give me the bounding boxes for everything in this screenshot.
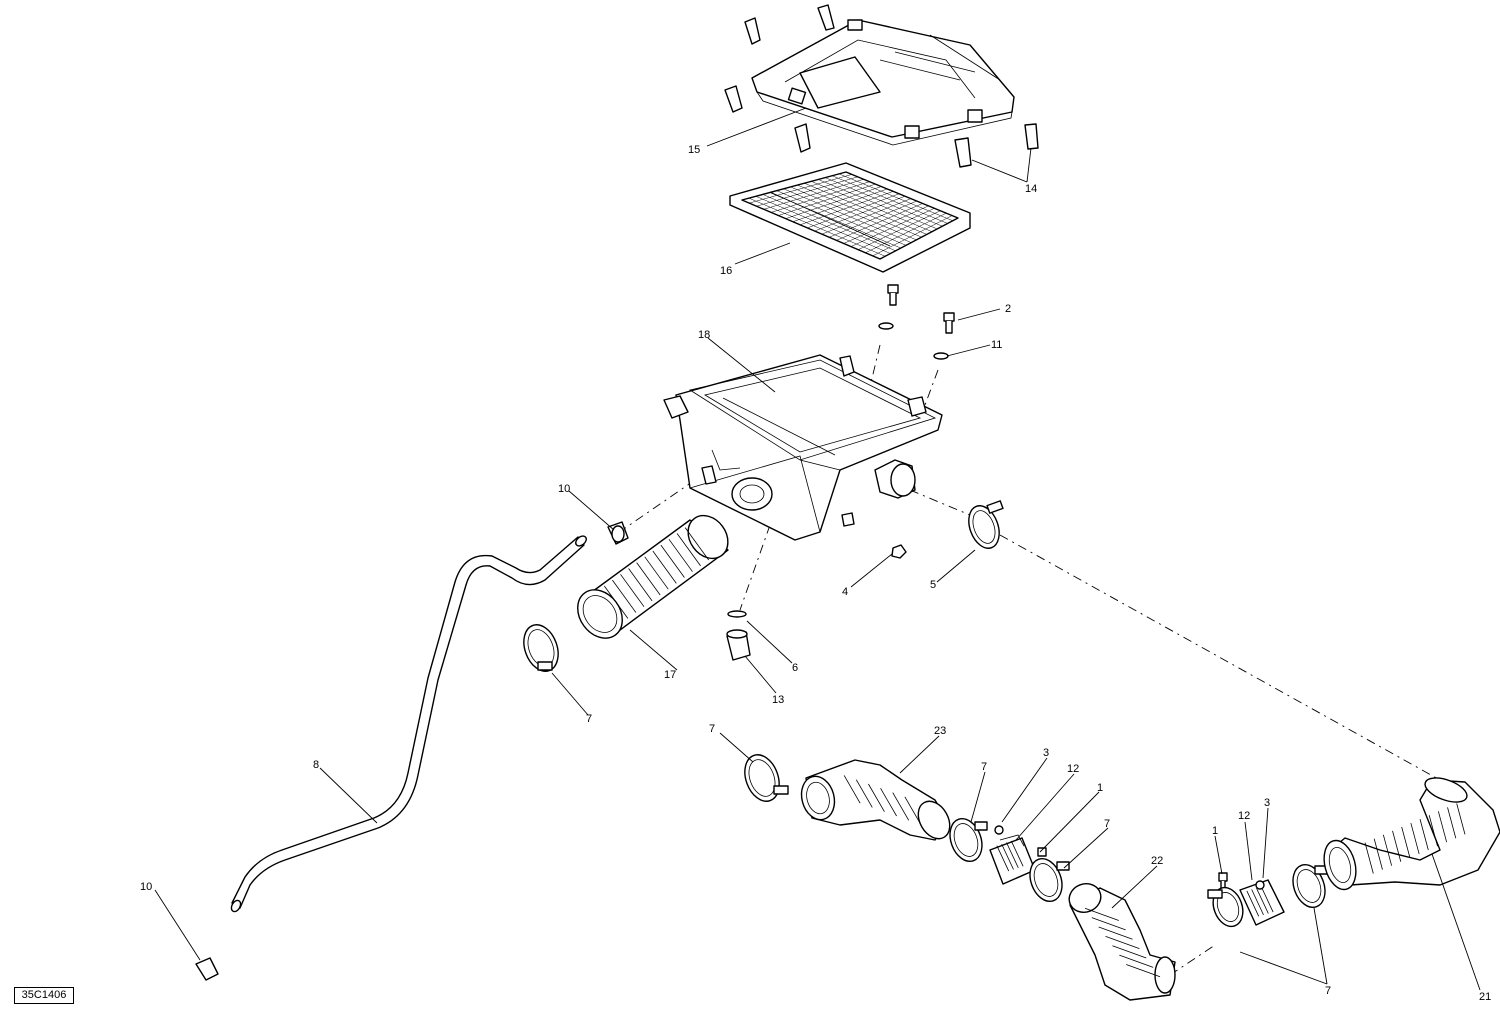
callout-3-center: 3 (1043, 747, 1049, 759)
callout-4: 4 (842, 586, 848, 598)
callout-5: 5 (930, 579, 936, 591)
air-box-part (663, 354, 943, 541)
callout-10-lower: 10 (140, 881, 152, 893)
leader-lines (154, 107, 1481, 991)
callout-22: 22 (1151, 855, 1163, 867)
intake-duct-part (577, 514, 729, 639)
callout-6: 6 (792, 662, 798, 674)
callout-23: 23 (934, 725, 946, 737)
elbow-duct-lower-part (1068, 883, 1176, 1001)
callout-1-right: 1 (1212, 825, 1218, 837)
callout-labels: 15 14 16 2 11 18 10 4 5 6 13 17 7 8 10 7… (140, 144, 1491, 1003)
callout-13: 13 (772, 694, 784, 706)
callout-18: 18 (698, 329, 710, 341)
callout-15: 15 (688, 144, 700, 156)
callout-2: 2 (1005, 303, 1011, 315)
nut-and-clamp-part (891, 500, 1004, 559)
intake-duct-long-part (1323, 777, 1500, 891)
drain-hose-part (230, 535, 587, 913)
figure-id-label: 35C1406 (14, 987, 74, 1004)
screws-and-washers-part (878, 284, 955, 360)
callout-7-middle: 7 (709, 723, 715, 735)
air-box-cover-part (751, 19, 1015, 146)
callout-7-left: 7 (586, 713, 592, 725)
callout-7-center-right: 7 (1104, 818, 1110, 830)
hose-clamp-left-part (523, 624, 559, 672)
callout-11: 11 (991, 339, 1002, 351)
callout-8: 8 (313, 759, 319, 771)
hose-clamp-middle-part (744, 754, 789, 802)
callout-10-upper: 10 (558, 483, 570, 495)
elbow-duct-upper-part (800, 759, 951, 841)
callout-12-center: 12 (1067, 763, 1079, 775)
hose-clip-lower-part (195, 957, 219, 981)
coupler-cluster-right-part (1207, 863, 1328, 928)
callout-17: 17 (664, 669, 676, 681)
callout-12-right: 12 (1238, 810, 1250, 822)
cover-clips-part (724, 4, 1039, 168)
hose-clip-upper-part (607, 521, 629, 545)
callout-21: 21 (1479, 991, 1491, 1003)
coupler-cluster-center-part (949, 817, 1070, 903)
drain-valve-part (726, 610, 751, 661)
callout-14: 14 (1025, 183, 1037, 195)
callout-7-center: 7 (981, 761, 987, 773)
callout-1-center: 1 (1097, 782, 1103, 794)
callout-7-right: 7 (1325, 985, 1331, 997)
air-filter-part (729, 162, 971, 273)
callout-3-right: 3 (1264, 797, 1270, 809)
callout-16: 16 (720, 265, 732, 277)
